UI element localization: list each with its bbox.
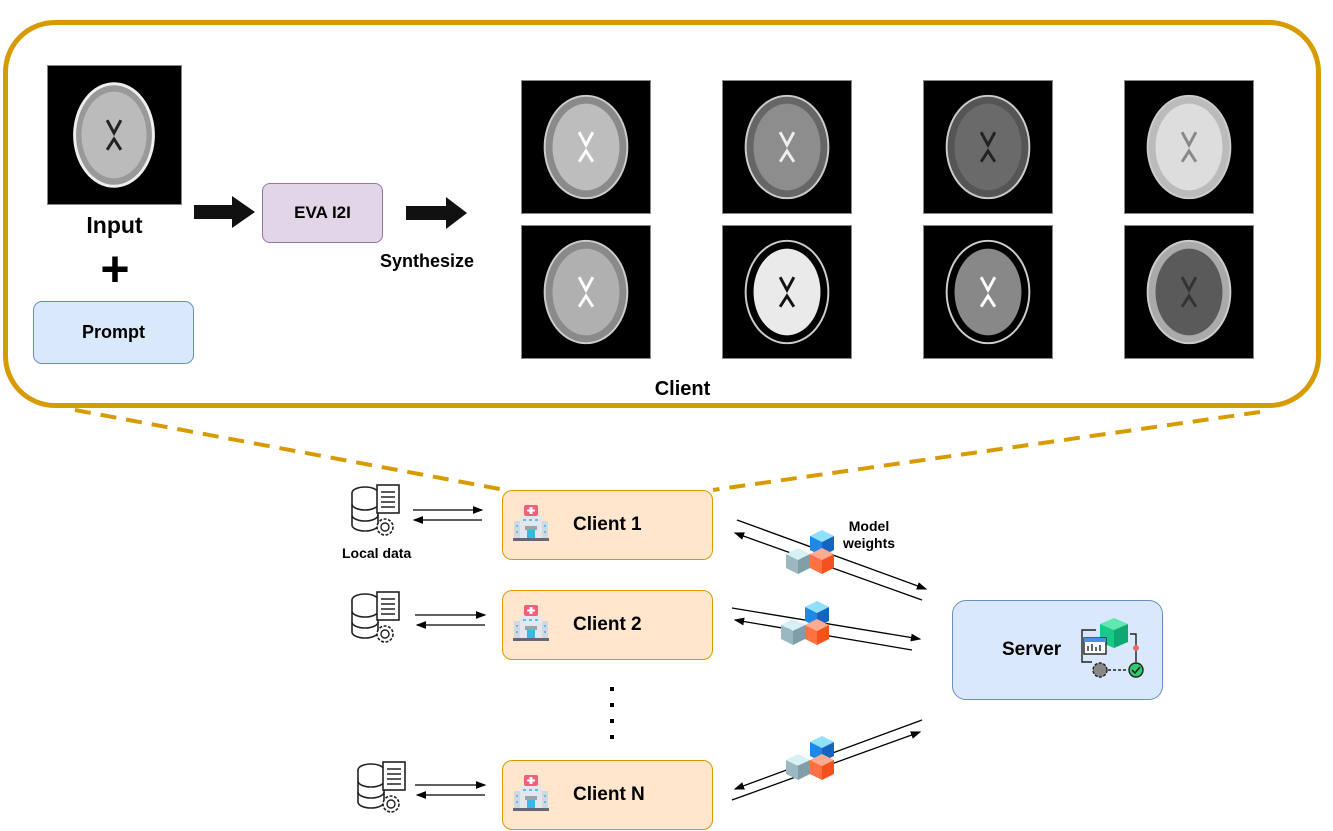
synthesized-mri-image	[722, 225, 852, 359]
client-label: Client 2	[573, 614, 642, 635]
server-label: Server	[1002, 639, 1062, 660]
model-weights-line2: weights	[842, 535, 896, 551]
local-data-icon	[351, 484, 400, 536]
local-data-arrows	[412, 506, 487, 799]
plus-icon: +	[100, 241, 130, 297]
client-label: Client 1	[573, 514, 642, 535]
local-data-icon	[357, 761, 406, 813]
input-label: Input	[86, 212, 143, 238]
model-weights-arrows	[731, 519, 928, 801]
synthesized-mri-image	[521, 225, 651, 359]
client-2-box: Client 2	[502, 590, 713, 660]
synthesized-mri-image	[1124, 80, 1254, 214]
client-panel	[3, 20, 1321, 408]
synthesized-mri-image	[521, 80, 651, 214]
zoom-dashed-line-left	[74, 408, 506, 492]
local-data-label: Local data	[342, 545, 412, 561]
client-label: Client N	[573, 784, 645, 805]
synthesized-mri-image	[722, 80, 852, 214]
model-weights-cubes-icon	[786, 530, 834, 574]
synthesized-mri-image	[923, 225, 1053, 359]
model-weights-cubes-icon	[781, 601, 829, 645]
model-weights-cubes-icon	[786, 736, 834, 780]
model-weights-line1: Model	[848, 518, 890, 534]
client-n-box: Client N	[502, 760, 713, 830]
server-box: Server	[952, 600, 1163, 700]
input-mri-image	[47, 65, 182, 205]
ellipsis-dots	[610, 687, 614, 739]
client-panel-title: Client	[654, 378, 711, 400]
eva-i2i-model-box: EVA I2I	[262, 183, 383, 243]
synthesized-mri-image	[923, 80, 1053, 214]
zoom-dashed-line-right	[712, 410, 1261, 492]
model-weights-label: Model weights	[838, 518, 900, 552]
synthesized-mri-image	[1124, 225, 1254, 359]
synthesize-label: Synthesize	[380, 251, 475, 271]
local-data-icon	[351, 591, 400, 643]
client-1-box: Client 1	[502, 490, 713, 560]
prompt-box: Prompt	[33, 301, 194, 364]
